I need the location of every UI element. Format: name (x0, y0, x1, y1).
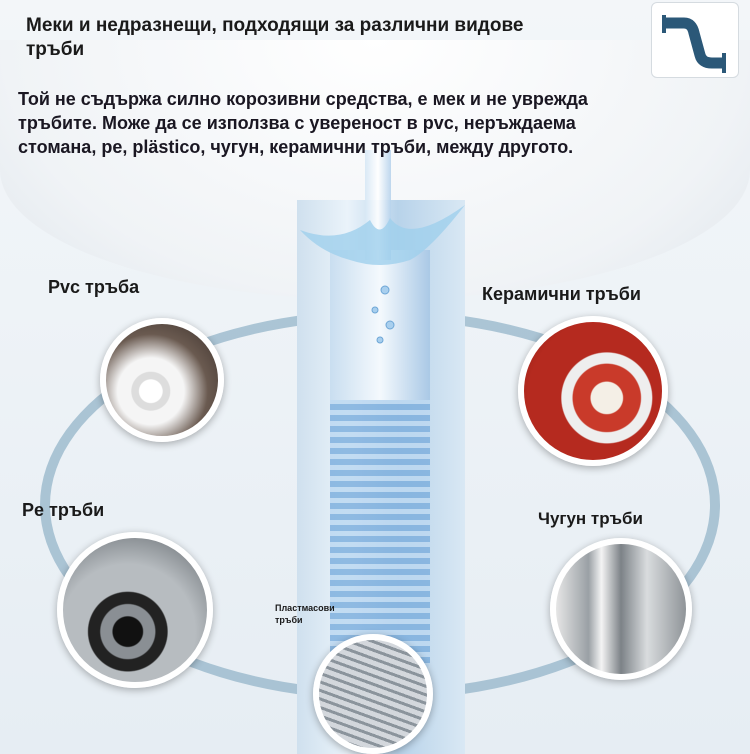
pipe-icon (662, 15, 726, 73)
label-pvc: Pvc тръба (48, 277, 140, 297)
cast-iron-pipe-image (550, 538, 692, 680)
pipe-logo (651, 2, 739, 78)
label-cast-iron: Чугун тръби (538, 509, 643, 528)
ceramic-pipe-image (518, 316, 668, 466)
water-splash-icon (300, 205, 465, 344)
label-ceramic: Керамични тръби (482, 284, 641, 304)
pvc-pipe-image (100, 318, 224, 442)
plastic-pipe-image (313, 634, 433, 754)
tube-top (330, 250, 430, 400)
page-title: Меки и недразнещи, подходящи за различни… (26, 15, 524, 60)
description: Той не съдържа силно корозивни средства,… (18, 89, 588, 157)
pe-pipe-image (57, 532, 213, 688)
label-pe: Pe тръби (22, 500, 105, 520)
label-plastic: Пластмасови тръби (275, 603, 335, 625)
